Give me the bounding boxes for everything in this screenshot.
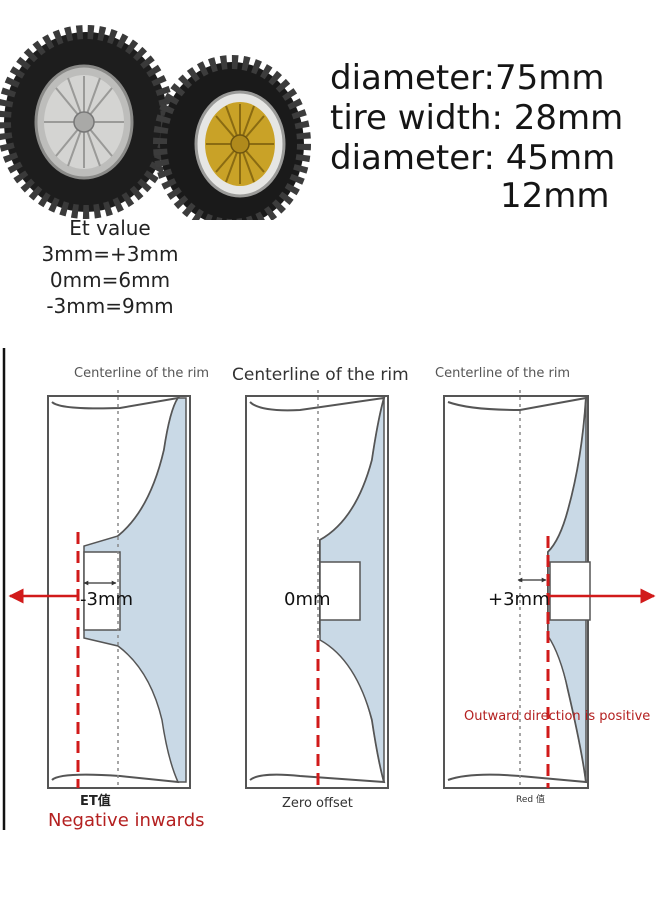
et-row: -3mm=9mm <box>46 294 174 318</box>
et-row: 3mm=+3mm <box>41 242 179 266</box>
rim-positive-offset <box>443 390 656 789</box>
et-bottom-label: ET值 <box>80 794 111 809</box>
tire-photo-icon <box>0 25 311 220</box>
et-title: Et value <box>69 216 151 240</box>
tire-silver-rim-icon <box>0 25 175 219</box>
et-row: 0mm=6mm <box>49 268 171 292</box>
zero-offset-label: Zero offset <box>282 796 353 811</box>
offset-label-positive: +3mm <box>488 589 550 610</box>
offset-label-zero: 0mm <box>284 589 331 610</box>
note-negative-inwards: Negative inwards <box>48 810 205 831</box>
spec-tire-width: tire width: 28mm <box>330 98 624 138</box>
offset-label-negative: -3mm <box>80 589 134 610</box>
note-outward-positive: Outward direction is positive <box>464 709 651 724</box>
rim-offset-diagram <box>2 348 656 830</box>
spec-width-rim: 12mm <box>500 176 610 216</box>
caption-centerline-middle: Centerline of the rim <box>232 365 409 385</box>
tire-gold-rim-icon <box>153 55 311 220</box>
caption-centerline-right: Centerline of the rim <box>435 366 571 381</box>
spec-diameter-outer: diameter:75mm <box>330 58 605 98</box>
red-bottom-label: Red 值 <box>516 795 545 805</box>
rim-negative-offset <box>8 390 191 789</box>
rim-zero-offset <box>245 390 389 789</box>
spec-diameter-rim: diameter: 45mm <box>330 138 616 178</box>
caption-centerline-left: Centerline of the rim <box>74 366 210 381</box>
